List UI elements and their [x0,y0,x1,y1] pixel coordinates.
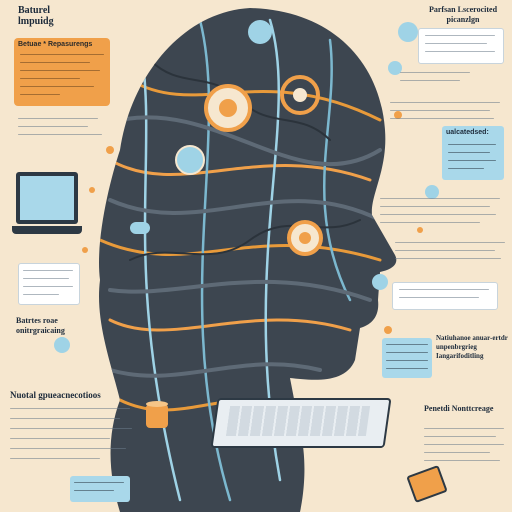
bottom-left-card [70,476,130,502]
orange-box-title: Betuae * Repasurengs [18,41,93,48]
orange-info-box: Betuae * Repasurengs [14,38,110,106]
gear-icon [175,20,323,256]
keyboard-icon [210,398,392,450]
mid-left-note [18,263,80,305]
right-lined-box [382,338,432,378]
bottom-left-title: Nuotal gpueacnecotioos [10,390,101,400]
right-mid-card [392,282,498,310]
top-right-card [418,28,504,64]
cloud-icon [130,222,150,234]
right-info-box: ualcatedsed: [442,126,504,180]
top-right-title: Parfsan Lscerocited picanzlgn [428,5,498,24]
mid-left-title: Batrtes roae onitrgraicaing [16,316,65,335]
mid-right-title: Natiuhanoe anuar-ertdr unpenbrgrieg Iang… [436,334,508,360]
top-left-title: Baturel lmpuidg [18,5,54,27]
bottom-right-title: Penetdi Nonttcreage [424,404,494,413]
laptop-icon [12,172,82,244]
right-box-title: ualcatedsed: [446,129,489,136]
